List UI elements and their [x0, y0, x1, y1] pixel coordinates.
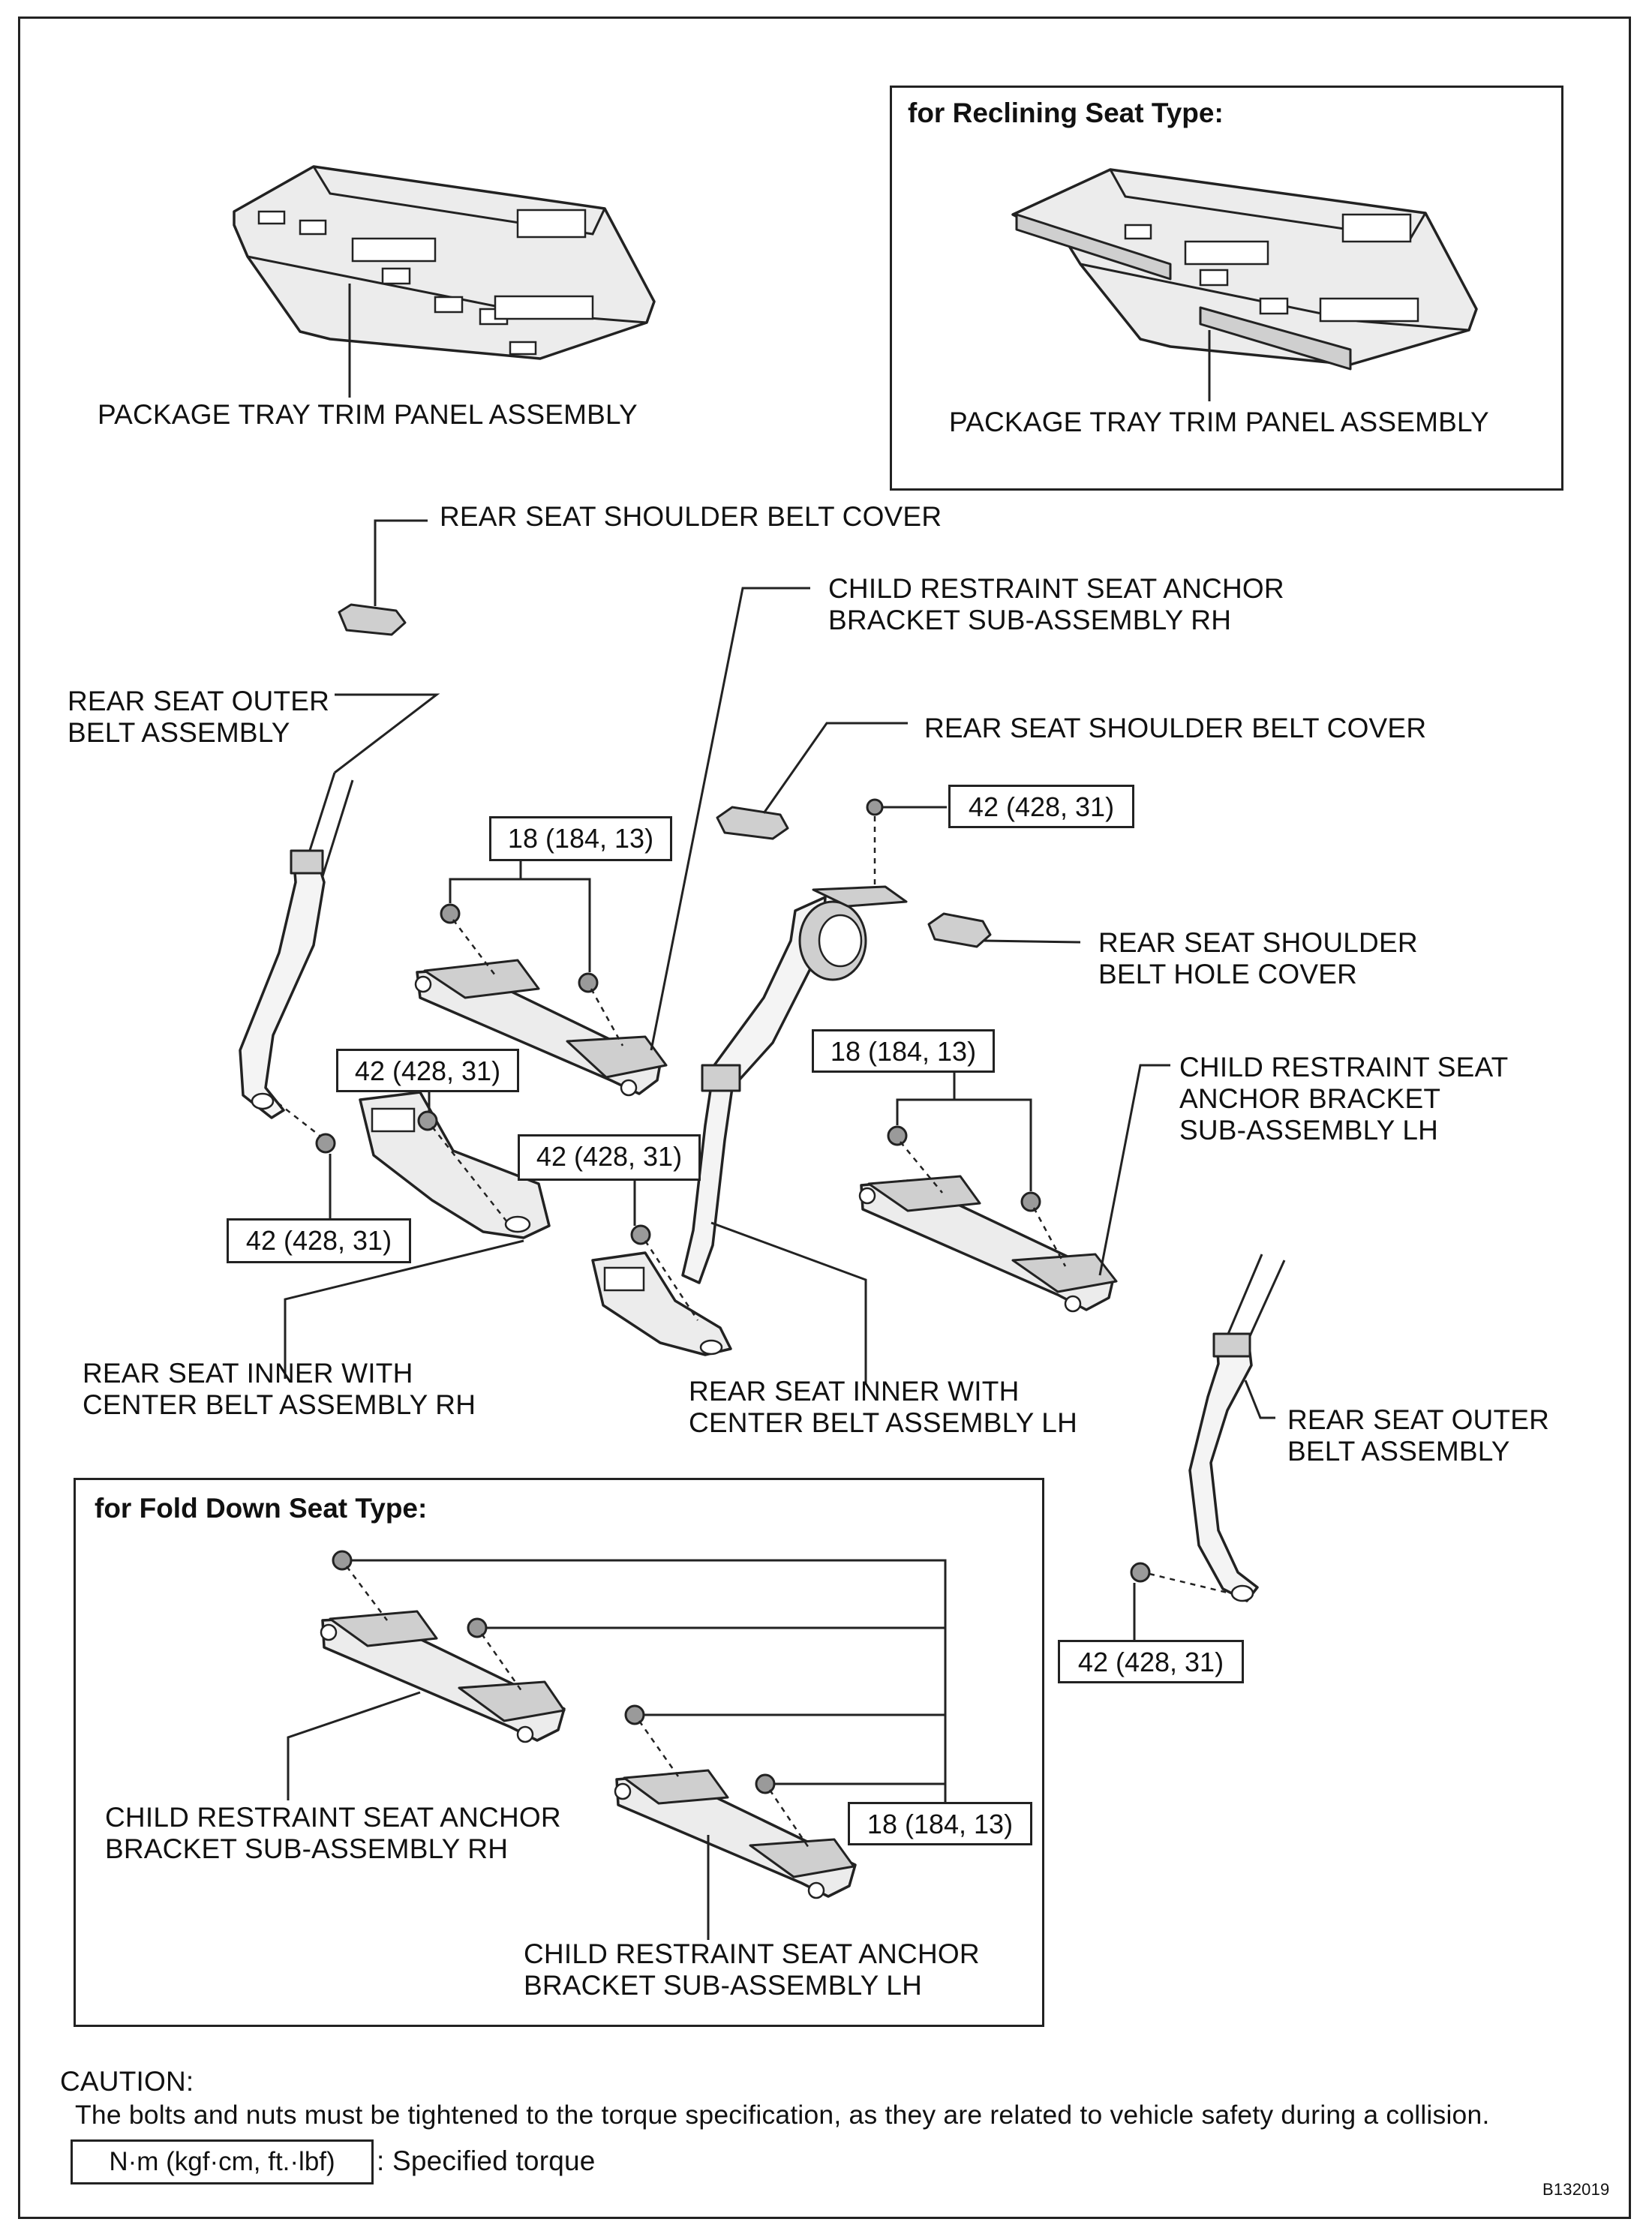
leader-inner-center-lh [710, 1221, 867, 1385]
leader-fold-child-anchor-rh [287, 1691, 421, 1800]
bolt-lh-buckle [630, 1224, 651, 1245]
label-package-tray-left: PACKAGE TRAY TRIM PANEL ASSEMBLY [98, 399, 638, 430]
torque-box-18-lh: 18 (184, 13) [812, 1029, 995, 1073]
torque-box-18-top: 18 (184, 13) [489, 816, 672, 861]
nut-lh-right-2 [1020, 1191, 1041, 1212]
caution-text: The bolts and nuts must be tightened to … [75, 2100, 1490, 2130]
figure-code: B132019 [1542, 2180, 1610, 2199]
leader-outer-belt-right [1244, 1380, 1275, 1419]
torque-box-42-rh-buckle: 42 (428, 31) [336, 1049, 519, 1092]
leader-torque-18-lh [896, 1098, 1032, 1191]
outer-belt-left-part [239, 772, 354, 1119]
fold-nut-1 [332, 1550, 353, 1571]
torque-box-42-shoulder: 42 (428, 31) [948, 785, 1134, 828]
leader-inner-center-rh [284, 1239, 524, 1379]
leader-shoulder-belt-cover-top [374, 519, 428, 606]
reclining-seat-header: for Reclining Seat Type: [908, 98, 1224, 128]
child-anchor-lh-right-part [858, 1175, 1118, 1313]
fold-nut-3 [624, 1704, 645, 1725]
fold-child-anchor-rh-part [320, 1610, 566, 1743]
shoulder-belt-cover-mid-part [716, 806, 789, 840]
bolt-rh-buckle [417, 1110, 438, 1131]
label-fold-child-anchor-rh: CHILD RESTRAINT SEAT ANCHOR BRACKET SUB-… [105, 1802, 561, 1864]
label-inner-center-rh: REAR SEAT INNER WITH CENTER BELT ASSEMBL… [83, 1358, 476, 1420]
leader-child-anchor-rh-top [650, 587, 810, 1051]
shoulder-belt-hole-cover-part [927, 912, 992, 948]
package-tray-left-part [233, 165, 656, 360]
bolt-outer-left [315, 1133, 336, 1154]
fold-nut-4 [755, 1773, 776, 1794]
shoulder-belt-cover-top-part [338, 603, 407, 636]
bolt-shoulder-lh [866, 798, 884, 816]
nut-lh-right-1 [887, 1125, 908, 1146]
label-inner-center-lh: REAR SEAT INNER WITH CENTER BELT ASSEMBL… [689, 1376, 1077, 1438]
label-fold-child-anchor-lh: CHILD RESTRAINT SEAT ANCHOR BRACKET SUB-… [524, 1938, 980, 2001]
fold-down-seat-inset [74, 1478, 1044, 2027]
nut-rh-top-1 [440, 903, 461, 924]
leader-torque-18-top [449, 878, 591, 972]
leader-shoulder-belt-cover-mid [762, 722, 908, 814]
caution-title: CAUTION: [60, 2066, 194, 2097]
torque-box-42-outer-left: 42 (428, 31) [227, 1218, 411, 1263]
outer-belt-right-part [1188, 1254, 1286, 1602]
torque-legend-box: N·m (kgf·cm, ft.·lbf) [71, 2139, 374, 2184]
label-outer-belt-right: REAR SEAT OUTER BELT ASSEMBLY [1287, 1404, 1550, 1467]
label-shoulder-belt-cover-top: REAR SEAT SHOULDER BELT COVER [440, 501, 942, 532]
torque-box-42-outer-right: 42 (428, 31) [1058, 1640, 1244, 1683]
label-shoulder-belt-hole-cover: REAR SEAT SHOULDER BELT HOLE COVER [1098, 927, 1418, 989]
label-shoulder-belt-cover-mid: REAR SEAT SHOULDER BELT COVER [924, 713, 1427, 743]
fold-child-anchor-lh-part [614, 1769, 857, 1899]
package-tray-right-part [1011, 168, 1478, 371]
fold-down-seat-header: for Fold Down Seat Type: [95, 1493, 428, 1524]
fold-nut-2 [467, 1617, 488, 1638]
nut-rh-top-2 [578, 972, 599, 993]
label-outer-belt-left: REAR SEAT OUTER BELT ASSEMBLY [68, 686, 330, 748]
leader-outer-belt-left [334, 693, 440, 774]
label-child-anchor-rh-top: CHILD RESTRAINT SEAT ANCHOR BRACKET SUB-… [828, 573, 1284, 635]
diagram-frame [18, 17, 1631, 2219]
label-child-anchor-lh-right: CHILD RESTRAINT SEAT ANCHOR BRACKET SUB-… [1179, 1052, 1509, 1146]
reclining-seat-inset [890, 86, 1563, 491]
leader-shoulder-belt-hole-cover [984, 939, 1081, 944]
label-package-tray-right: PACKAGE TRAY TRIM PANEL ASSEMBLY [949, 407, 1489, 437]
child-anchor-rh-top-part [414, 959, 668, 1097]
torque-box-18-fold: 18 (184, 13) [848, 1802, 1032, 1845]
torque-legend-text: : Specified torque [377, 2145, 596, 2176]
leader-child-anchor-lh-right [1098, 1064, 1170, 1276]
torque-box-42-lh-buckle: 42 (428, 31) [518, 1134, 701, 1181]
inner-center-lh-part [591, 885, 908, 1356]
bolt-outer-right [1130, 1562, 1151, 1583]
leader-fold-torque [351, 1559, 947, 1802]
